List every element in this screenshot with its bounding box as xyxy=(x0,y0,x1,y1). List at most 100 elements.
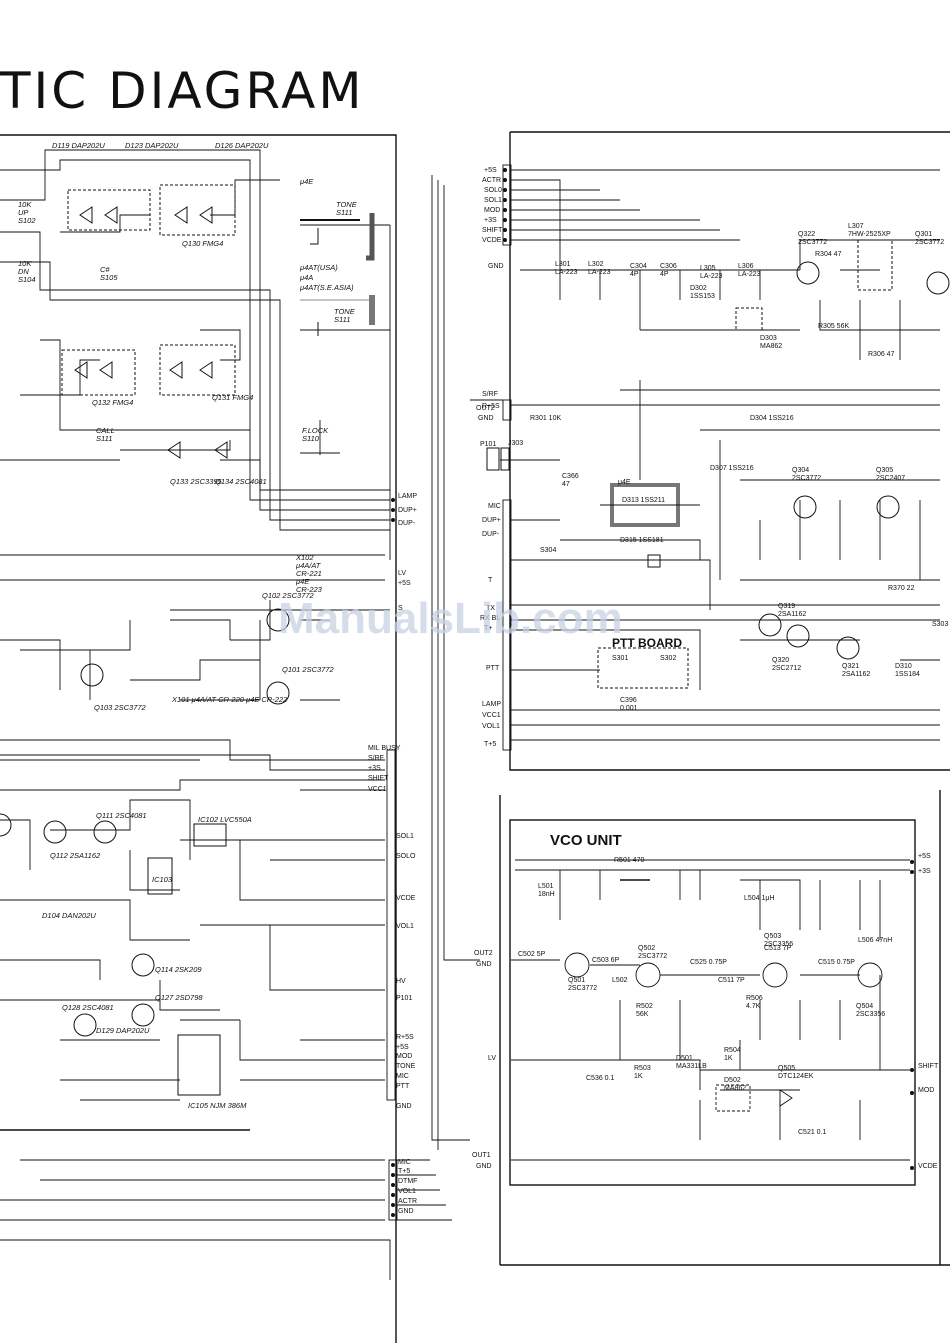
main-rf-chain xyxy=(520,239,940,661)
ic-label-1: Q131 FMG4 xyxy=(212,393,253,402)
vco-label-0: R501 470 xyxy=(614,857,644,864)
conn-bot-3: VOL1 xyxy=(398,1188,416,1195)
conn-bot-1: T+5 xyxy=(398,1168,410,1175)
conn-top-7: VCDE xyxy=(482,237,502,244)
vco-label-18: L502 xyxy=(612,977,628,984)
conn-top-6: SHIFT xyxy=(482,227,503,234)
ptt-board-title: PTT BOARD xyxy=(612,636,682,650)
vco-r-4: VCDE xyxy=(918,1163,938,1170)
conn-top-10: S/RF xyxy=(482,391,498,398)
vco-label-22: C536 0.1 xyxy=(586,1075,615,1082)
vco-label-13: C513 7P xyxy=(764,945,792,952)
conn-left-12: SOLO xyxy=(396,853,416,860)
conn-mid-1: DUP+ xyxy=(482,517,501,524)
main-label-11: D304 1SS216 xyxy=(750,415,794,422)
ic-label-14: Q111 2SC4081 xyxy=(96,811,147,820)
ic-label-10: IC102 LVC550A xyxy=(198,815,252,824)
vco-label-10: C503 6P xyxy=(592,957,620,964)
conn-bot-0: MIC xyxy=(398,1159,411,1166)
watermark: ManualsLib.com xyxy=(278,594,623,643)
main-label-31: S301 xyxy=(612,655,628,662)
conn-left-23: GND xyxy=(396,1103,412,1110)
components-left xyxy=(0,184,360,1096)
ic-label-9: Q103 2SC3772 xyxy=(94,703,147,712)
ic-label-13: Q114 2SK209 xyxy=(155,965,202,974)
main-label-14: R304 47 xyxy=(815,251,842,258)
ic-label-15: Q112 2SA1162 xyxy=(50,851,101,860)
vco-label-21: C521 0.1 xyxy=(798,1129,827,1136)
conn-mid-6: T+ xyxy=(484,625,492,632)
main-label-18: D315 1SS181 xyxy=(620,537,664,544)
switch-label-10: C#S105 xyxy=(100,265,118,282)
ic-label-19: D104 DAN202U xyxy=(42,911,96,920)
conn-bot-5: GND xyxy=(398,1208,414,1215)
ic-label-16: Q127 2SD798 xyxy=(155,993,203,1002)
conn-mid-7: PTT xyxy=(486,665,500,672)
conn-left-15: HV xyxy=(396,978,406,985)
ic-label-0: Q130 FMG4 xyxy=(182,239,223,248)
conn-mid-0: MIC xyxy=(488,503,501,510)
switch-label-4: μ4AT(S.E.ASIA) xyxy=(299,283,354,292)
conn-mid-11: T+5 xyxy=(484,741,496,748)
top-label-2: D126 DAP202U xyxy=(215,141,269,150)
ic-label-3: Q133 2SC3395 xyxy=(170,477,223,486)
switch-label-3: μ4A xyxy=(299,273,313,282)
audio-section-left xyxy=(0,799,391,1280)
conn-top-4: MOD xyxy=(484,207,500,214)
vco-l-1: GND xyxy=(476,961,492,968)
vco-r-2: SHIFT xyxy=(918,1063,939,1070)
vco-label-9: C502 5P xyxy=(518,951,546,958)
conn-top-8: GND xyxy=(488,263,504,270)
main-label-30: R301 10K xyxy=(530,415,561,422)
conn-left-7: S/RF xyxy=(368,755,384,762)
vco-unit-frame xyxy=(509,819,916,1186)
vco-circuit xyxy=(511,859,910,1161)
conn-left-20: TONE xyxy=(396,1063,416,1070)
conn-left-2: DUP- xyxy=(398,520,416,527)
conn-top-1: ACTR xyxy=(482,177,501,184)
vco-label-11: C525 0.75P xyxy=(690,959,727,966)
page-title: TIC DIAGRAM xyxy=(0,62,365,120)
conn-top-3: SOL1 xyxy=(484,197,502,204)
rf-section-left xyxy=(0,600,385,791)
vco-label-20: L506 47nH xyxy=(858,937,892,944)
conn-left-16: P101 xyxy=(396,995,412,1002)
main-label-34: μ4E xyxy=(618,479,631,486)
conn-left-14: VOL1 xyxy=(396,923,414,930)
main-unit-frame xyxy=(509,132,950,771)
vco-l-4: GND xyxy=(476,1163,492,1170)
conn-left-11: SOL1 xyxy=(396,833,414,840)
conn-bot-2: DTMF xyxy=(398,1178,417,1185)
ptt-board-outline xyxy=(597,647,689,689)
conn-left-4: +5S xyxy=(398,580,411,587)
conn-top-2: SOL0 xyxy=(484,187,502,194)
vco-r-3: MOD xyxy=(918,1087,934,1094)
conn-mid-10: VOL1 xyxy=(482,723,500,730)
